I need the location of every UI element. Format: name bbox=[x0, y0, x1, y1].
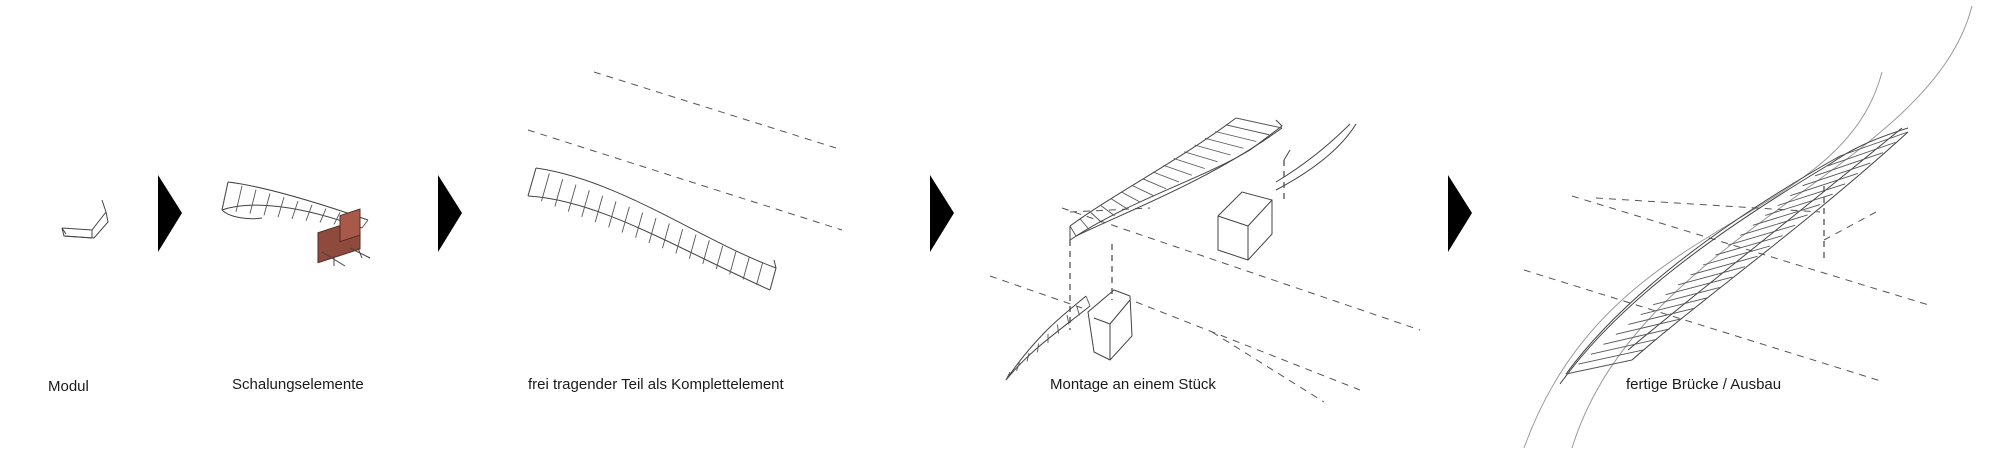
deck-rib bbox=[277, 197, 285, 218]
deck-rib bbox=[1727, 224, 1796, 246]
arrow-icon-3 bbox=[930, 175, 954, 252]
deck-rib bbox=[1016, 362, 1020, 371]
deck-rib bbox=[1173, 158, 1205, 169]
deck-rib bbox=[662, 223, 670, 249]
arrow-icon-4 bbox=[1448, 175, 1472, 252]
deck-rib bbox=[1090, 212, 1103, 223]
deck-rib bbox=[635, 212, 644, 238]
deck-rib bbox=[1005, 371, 1011, 381]
deck-rib bbox=[319, 208, 327, 223]
arrow-icon-1 bbox=[158, 175, 182, 252]
deck-rib bbox=[1790, 173, 1858, 197]
deck-rib bbox=[333, 212, 341, 225]
deck-rib bbox=[715, 245, 724, 270]
deck-rib bbox=[1132, 185, 1154, 196]
deck-rib bbox=[1677, 266, 1746, 286]
assembly-drawing bbox=[989, 117, 1421, 403]
deck-rib bbox=[1026, 352, 1030, 362]
deck-rib bbox=[1839, 131, 1909, 157]
deck-rib bbox=[1163, 164, 1193, 176]
deck-rib bbox=[608, 201, 617, 228]
deck-rib bbox=[648, 217, 657, 244]
deck-rib bbox=[675, 228, 684, 254]
step-label-fertige-bruecke: fertige Brücke / Ausbau bbox=[1626, 376, 1782, 393]
deck-rib bbox=[1702, 245, 1771, 266]
deck-rib bbox=[1076, 305, 1080, 316]
arrow-icon-2 bbox=[438, 175, 462, 252]
deck-rib bbox=[1080, 218, 1090, 230]
step-label-schalungselemente: Schalungselemente bbox=[232, 376, 364, 393]
deck-rib bbox=[527, 167, 537, 197]
deck-rib bbox=[1194, 144, 1231, 156]
deck-rib bbox=[702, 240, 710, 265]
deck-rib bbox=[291, 200, 299, 220]
deck-rib bbox=[541, 173, 550, 202]
deck-rib bbox=[1142, 178, 1167, 190]
deck-rib bbox=[1765, 193, 1833, 216]
deck-rib bbox=[235, 185, 243, 212]
deck-rib bbox=[1827, 141, 1896, 167]
deck-rib bbox=[621, 206, 630, 233]
deck-rib bbox=[1183, 151, 1218, 163]
deck-rib bbox=[1121, 191, 1141, 203]
deck-rib bbox=[1777, 183, 1846, 206]
deck-rib bbox=[1069, 225, 1077, 237]
deck-rib bbox=[1215, 131, 1257, 142]
deck-rib bbox=[1802, 162, 1871, 187]
deck-rib bbox=[1653, 287, 1720, 306]
deck-rib bbox=[742, 256, 750, 280]
deck-rib bbox=[1100, 205, 1115, 217]
deck-rib bbox=[1690, 255, 1758, 276]
deck-rib bbox=[1628, 307, 1695, 325]
deck-rib bbox=[1578, 349, 1645, 365]
deck-rib bbox=[1565, 359, 1633, 375]
deck-rib bbox=[221, 181, 229, 211]
deck-rib bbox=[1085, 295, 1091, 307]
deck-rib bbox=[1235, 117, 1283, 129]
deck-rib bbox=[594, 195, 604, 223]
deck-rib bbox=[263, 193, 271, 216]
deck-rib bbox=[1066, 314, 1070, 325]
deck-rib bbox=[1665, 276, 1733, 296]
step-label-komplettelement: frei tragender Teil als Komplettelement bbox=[528, 376, 784, 393]
step-label-modul: Modul bbox=[48, 378, 89, 395]
deck-rib bbox=[1590, 338, 1658, 355]
cantilever-element-drawing bbox=[527, 71, 843, 291]
deck-rib bbox=[1152, 171, 1180, 183]
deck-rib bbox=[1037, 343, 1039, 353]
deck-rib bbox=[554, 178, 564, 207]
deck-rib bbox=[249, 189, 257, 214]
deck-rib bbox=[1814, 152, 1884, 177]
deck-rib bbox=[1740, 214, 1808, 236]
step-label-montage: Montage an einem Stück bbox=[1050, 376, 1216, 393]
deck-rib bbox=[1111, 198, 1128, 210]
deck-rib bbox=[305, 204, 313, 221]
deck-rib bbox=[769, 267, 777, 291]
deck-rib bbox=[1603, 328, 1670, 345]
deck-rib bbox=[1204, 137, 1244, 149]
deck-rib bbox=[567, 184, 577, 212]
formwork-drawing bbox=[221, 181, 371, 267]
deck-rib bbox=[361, 219, 369, 229]
finished-bridge-drawing bbox=[1523, 5, 1973, 449]
deck-rib bbox=[1225, 124, 1270, 136]
deck-rib bbox=[1715, 235, 1783, 256]
deck-rib bbox=[1615, 318, 1683, 335]
module-drawing bbox=[61, 199, 109, 239]
deck-rib bbox=[1057, 324, 1059, 334]
deck-rib bbox=[756, 262, 764, 285]
deck-rib bbox=[1640, 297, 1708, 315]
deck-rib bbox=[581, 190, 590, 218]
deck-rib bbox=[1752, 204, 1821, 226]
deck-rib bbox=[729, 251, 737, 275]
deck-rib bbox=[688, 234, 697, 259]
